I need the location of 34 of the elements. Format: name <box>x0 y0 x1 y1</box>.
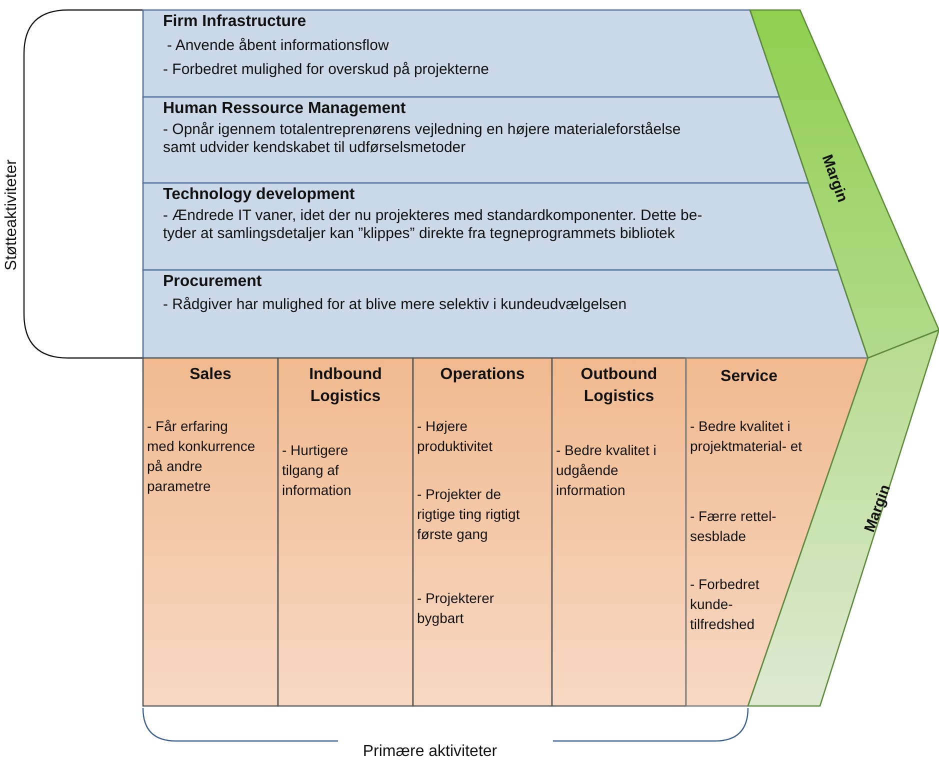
margin-chevron <box>750 10 939 358</box>
primary-activity-column <box>278 358 413 706</box>
bullet-text: - Projekter de rigtige ting rigtigt første gang <box>417 485 521 544</box>
bullet-text: - Hurtigere tilgang af information <box>282 441 352 500</box>
band-heading: Firm Infrastructure <box>163 13 306 31</box>
bullet-text: - Ændrede IT vaner, idet der nu projekteres med standardkomponenter. Dette be- tyder at samlingsdetaljer kan ”klippes” direkte fra tegneprogrammets bibliotek <box>163 207 704 243</box>
column-heading: Operations <box>439 365 526 385</box>
brace-label: Primære aktiviteter <box>362 743 498 761</box>
bullet-text: - Højere produktivitet <box>417 417 494 456</box>
primary-activity-column <box>413 358 552 706</box>
bullet-text: - Forbedret kunde- tilfredshed <box>690 575 760 634</box>
support-activity-band <box>143 270 868 358</box>
band-heading: Human Ressource Management <box>163 100 406 118</box>
support-activity-band <box>143 10 780 97</box>
column-heading: Outbound Logistics <box>580 365 658 407</box>
band-heading: Technology development <box>163 186 355 204</box>
support-activity-band <box>143 97 809 183</box>
column-heading: Indbound Logistics <box>308 365 383 407</box>
bullet-text: - Færre rettel- sesblade <box>690 507 778 546</box>
band-heading: Procurement <box>163 273 262 291</box>
bullet-text: - Bedre kvalitet i udgående information <box>556 441 658 500</box>
bullet-text: - Bedre kvalitet i projektmaterial- et <box>690 417 804 456</box>
bullet-text: - Forbedret mulighed for overskud på projekterne <box>163 61 490 79</box>
bullet-text: - Rådgiver har mulighed for at blive mere selektiv i kundeudvælgelsen <box>163 296 628 314</box>
brace-label: Støtteaktiviteter <box>3 159 21 271</box>
bullet-text: - Anvende åbent informationsflow <box>167 37 390 55</box>
bullet-text: - Opnår igennem totalentreprenørens vejledning en højere materialeforståelse samt udvider kendskabet til udførselsmetoder <box>163 121 682 157</box>
bullet-text: - Projekterer bygbart <box>417 589 496 628</box>
column-heading: Service <box>720 367 778 387</box>
column-heading: Sales <box>188 365 232 385</box>
margin-label: Margin <box>818 152 851 204</box>
primary-activity-column <box>552 358 686 706</box>
primary-activity-column <box>143 358 278 706</box>
bullet-text: - Får erfaring med konkurrence på andre parametre <box>147 417 256 496</box>
